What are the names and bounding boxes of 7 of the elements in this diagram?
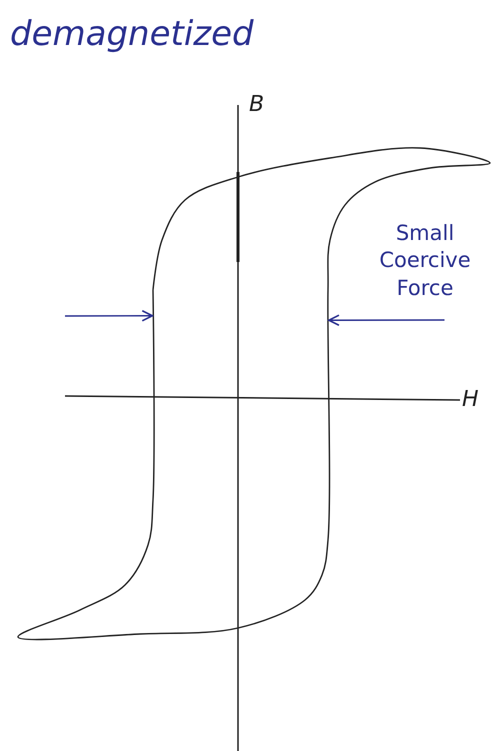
arrow xyxy=(328,314,444,326)
axis-label: B xyxy=(249,92,264,117)
axis-label: H xyxy=(462,387,479,412)
arrow xyxy=(65,310,154,322)
annotation-text: Small Coercive Force xyxy=(360,220,490,302)
hysteresis-loop xyxy=(17,147,491,640)
title: demagnetized xyxy=(10,14,254,54)
